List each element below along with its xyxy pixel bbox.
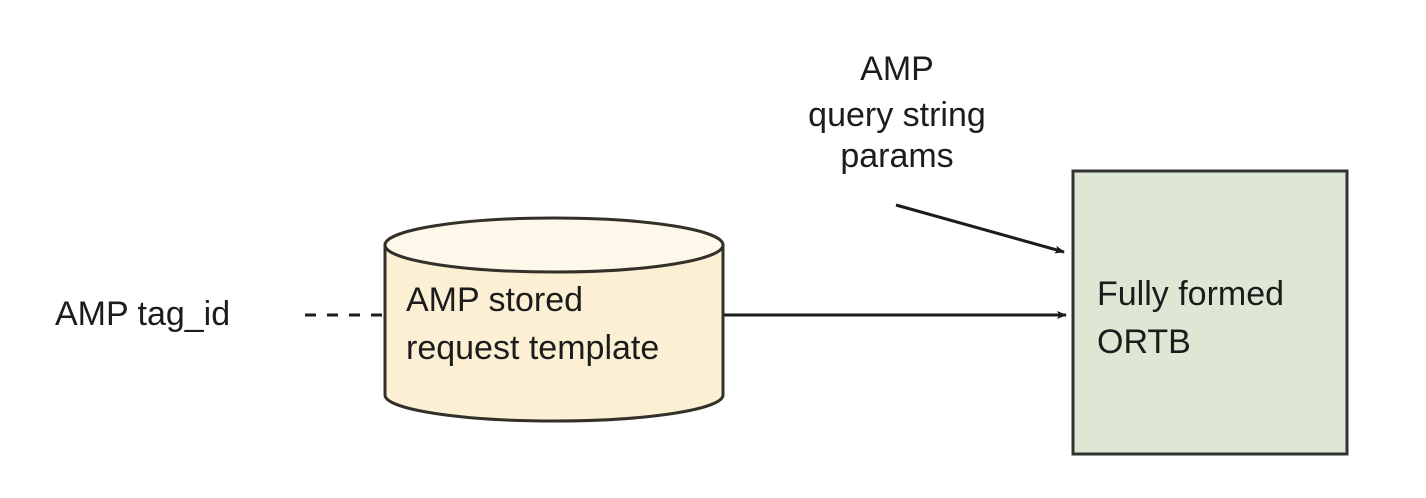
params-label-line-1: AMP	[860, 50, 934, 88]
connector-params-to-ortb	[895, 203, 1065, 254]
cylinder-label-line-1: AMP stored	[406, 281, 583, 319]
output-box-label-line-2: ORTB	[1097, 323, 1191, 361]
output-box-rect	[1071, 169, 1349, 456]
node-amp-stored-request-template[interactable]: AMP stored request template	[383, 216, 725, 423]
output-box-label-line-1: Fully formed	[1097, 275, 1284, 313]
params-label-line-2: query string	[808, 96, 986, 134]
label-amp-tag-id: AMP tag_id	[55, 295, 230, 333]
cylinder-top	[383, 216, 725, 274]
cylinder-body	[383, 243, 725, 423]
node-fully-formed-ortb[interactable]: Fully formed ORTB	[1071, 169, 1349, 456]
label-amp-query-string-params: AMP query string params	[808, 50, 986, 175]
cylinder-label-line-2: request template	[406, 329, 659, 367]
params-label-line-3: params	[840, 137, 953, 175]
